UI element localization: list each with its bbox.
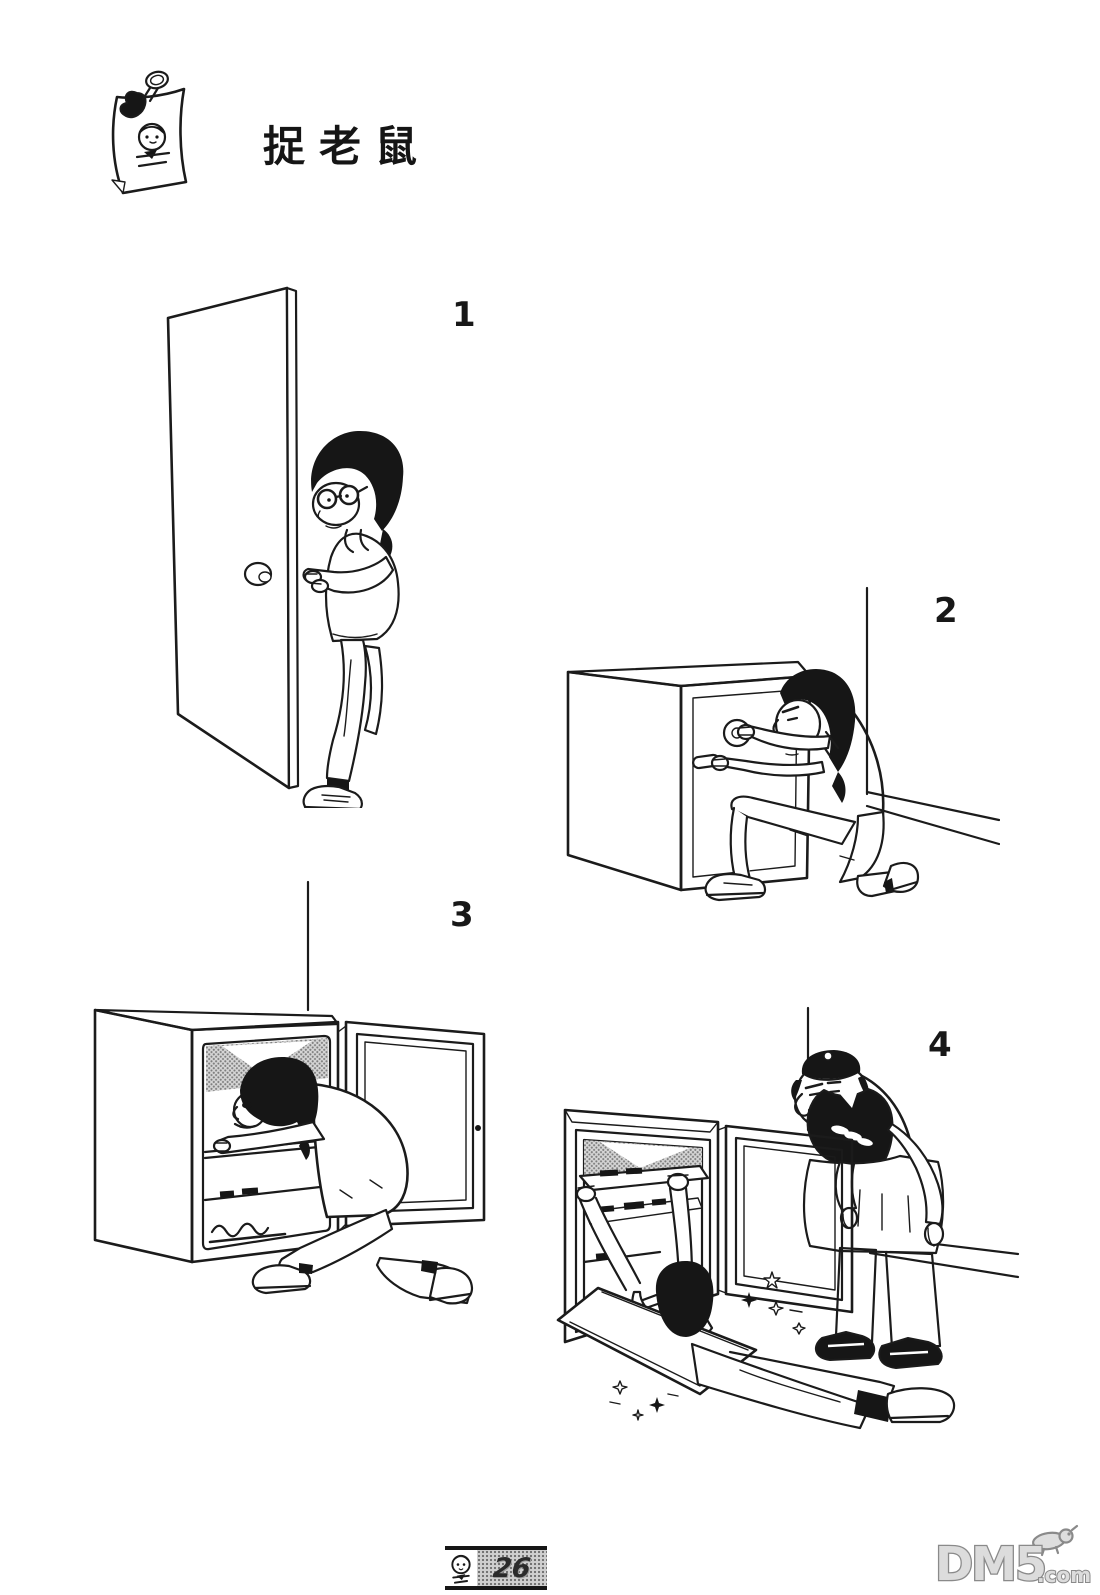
character-face-icon: [445, 1550, 477, 1586]
panel-2-art: [566, 586, 1000, 902]
watermark-suffix-text: .com: [1037, 1563, 1091, 1587]
panel-3-number: 3: [450, 895, 474, 935]
page-number-badge: 26: [445, 1546, 547, 1590]
panel-1-number: 1: [452, 295, 476, 335]
page-title: 捉老鼠: [263, 122, 432, 171]
page-number: 26: [491, 1552, 533, 1584]
watermark-main-text: DM5: [935, 1537, 1045, 1591]
panel-3-art: [93, 880, 486, 1305]
panel-4-art: [556, 1006, 1020, 1430]
pinned-note-icon: [111, 70, 188, 195]
panel-2-number: 2: [934, 591, 958, 631]
dm5-watermark: DM5 .com: [933, 1524, 1098, 1595]
mouse-mascot-icon: [1024, 1524, 1079, 1561]
panel-4-number: 4: [928, 1025, 952, 1065]
panel-1-art: [166, 286, 404, 808]
